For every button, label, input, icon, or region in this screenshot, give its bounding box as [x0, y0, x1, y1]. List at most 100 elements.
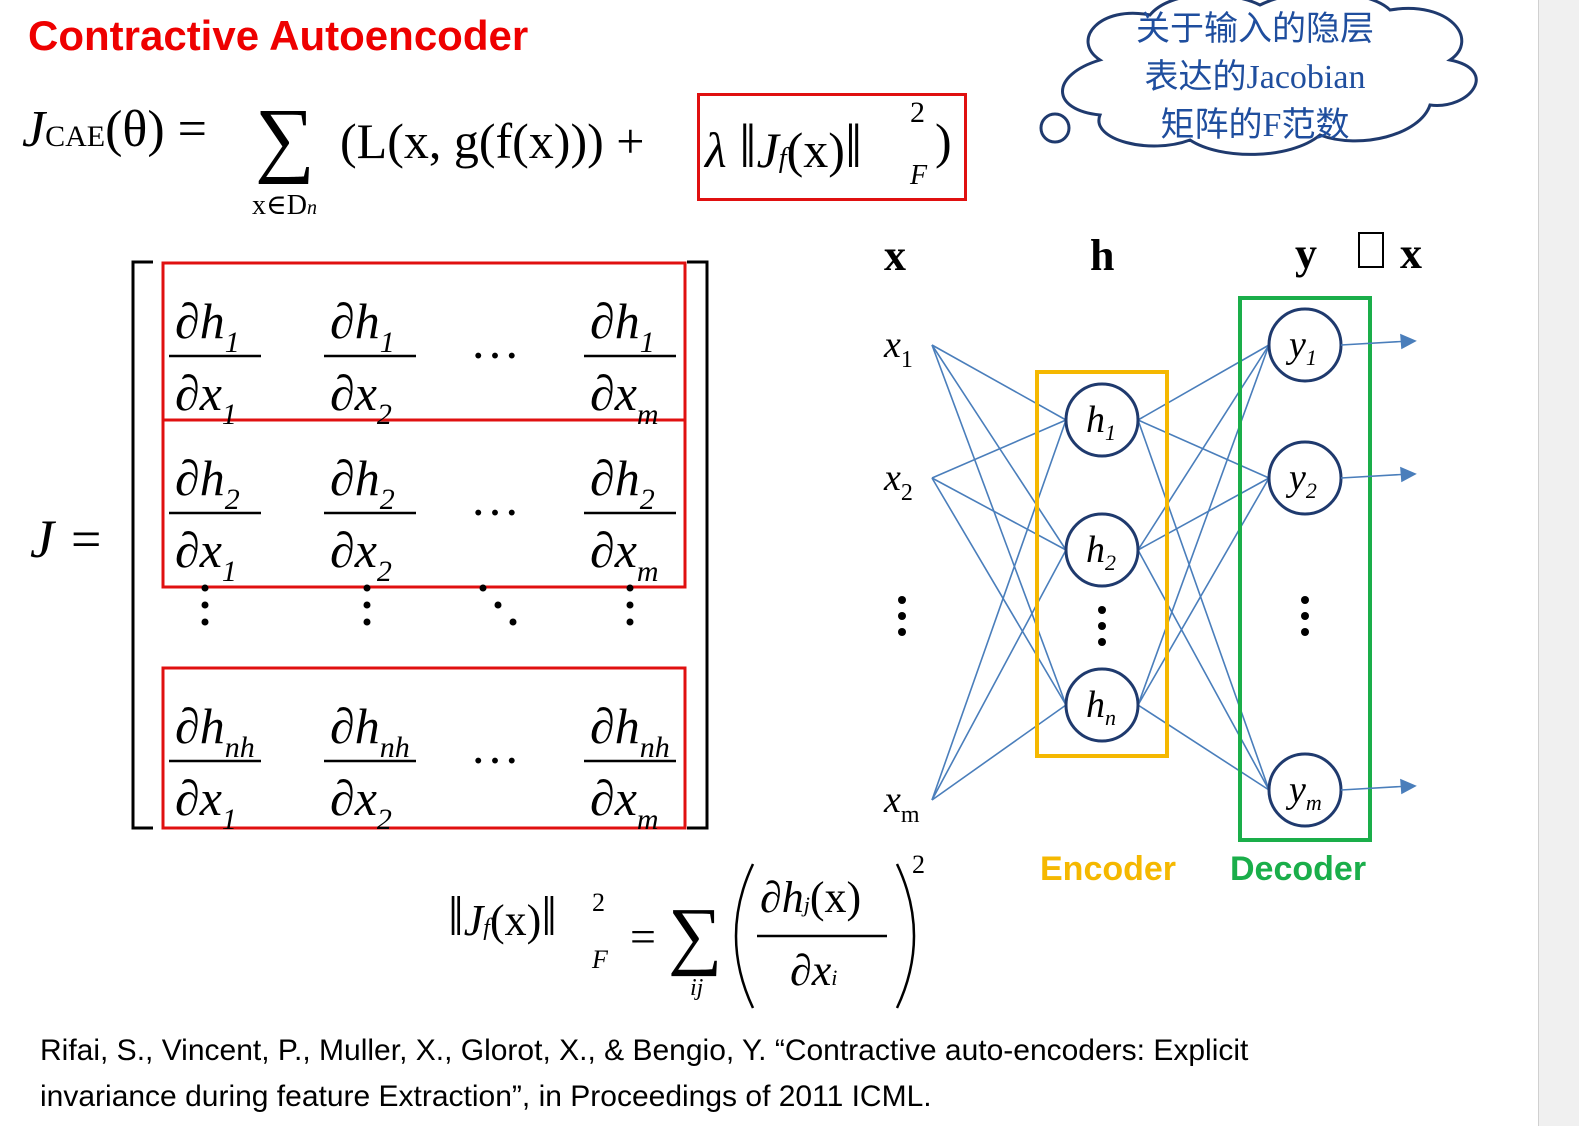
arrow-head	[1400, 333, 1417, 350]
cae-equation: JCAE(θ) =	[22, 100, 207, 159]
label-x: x	[884, 231, 906, 280]
edge	[1137, 419, 1270, 479]
jacobian-denominator: ∂x2	[330, 770, 392, 836]
edge	[931, 419, 1067, 479]
jacobian-denominator: ∂xm	[590, 522, 659, 588]
vertical-dots	[363, 618, 371, 626]
eq-close: )	[935, 113, 952, 169]
frob-sub: F	[592, 945, 608, 974]
norm-J: J	[756, 122, 779, 178]
row-ellipsis: …	[470, 313, 520, 369]
frob-num-arg: (x)	[809, 873, 862, 922]
vertical-dots	[626, 584, 634, 592]
jacobian-denominator: ∂x2	[330, 522, 392, 588]
jacobian-lhs: J =	[30, 509, 104, 569]
jacobian-denominator: ∂x1	[175, 365, 237, 431]
svg-text:y1: y1	[1285, 324, 1317, 370]
eq-theta: (θ) =	[105, 101, 207, 158]
jacobian-numerator: ∂h1	[590, 293, 655, 359]
jacobian-denominator: ∂xm	[590, 365, 659, 431]
jacobian-denominator: ∂x1	[175, 770, 237, 836]
cloud-line: 表达的Jacobian	[1144, 59, 1366, 96]
page-title: Contractive Autoencoder	[28, 12, 529, 59]
edge	[931, 344, 1067, 706]
diagonal-dots	[509, 618, 517, 626]
encoder-box	[1035, 370, 1169, 758]
frob-sum: ∑	[668, 893, 723, 977]
frob-sup: 2	[592, 888, 605, 917]
jacobian-numerator: ∂hnh	[175, 698, 255, 764]
cloud-text: 关于输入的隐层 表达的Jacobian 矩阵的F范数	[1105, 6, 1405, 150]
vertical-dots	[201, 584, 209, 592]
edge	[931, 704, 1067, 801]
ellipsis-dot	[1098, 606, 1106, 614]
frob-f: f	[483, 915, 490, 941]
hidden-node	[1064, 382, 1140, 458]
frob-outer-sup: 2	[912, 850, 925, 879]
eq-J: J	[22, 101, 46, 158]
hidden-node	[1064, 667, 1140, 743]
sum-sub-text: x∈D	[252, 190, 307, 221]
jacobian-matrix: ∂h1∂x1∂h1∂x2∂h1∂xm…∂h2∂x1∂h2∂x2∂h2∂xm…∂h…	[131, 260, 709, 836]
diagonal-dots	[494, 601, 502, 609]
frob-arg: (x)	[489, 896, 542, 945]
jacobian-numerator: ∂h1	[330, 293, 395, 359]
eq-cae-sub: CAE	[45, 120, 106, 153]
vertical-scrollbar[interactable]	[1538, 0, 1579, 1126]
vertical-dots	[363, 601, 371, 609]
norm-bar: ‖	[739, 113, 757, 181]
edge	[931, 344, 1067, 551]
frob-sum-sub: ij	[690, 975, 704, 1001]
citation-line: invariance during feature Extraction”, i…	[40, 1080, 932, 1113]
ellipsis-dot	[1301, 612, 1309, 620]
cloud-line: 矩阵的F范数	[1160, 107, 1350, 144]
jacobian-numerator: ∂h2	[330, 450, 395, 516]
ellipsis-dot	[1098, 622, 1106, 630]
edge	[1137, 344, 1270, 421]
svg-text:h1: h1	[1086, 399, 1116, 445]
thought-cloud	[1039, 0, 1478, 156]
vertical-dots	[201, 601, 209, 609]
norm-f: f	[778, 143, 787, 174]
norm-bar: ‖	[541, 886, 557, 948]
frob-den: ∂x	[790, 946, 832, 995]
sum-sub-n: n	[306, 197, 317, 219]
citation: Rifai, S., Vincent, P., Muller, X., Glor…	[40, 1028, 1248, 1120]
norm-bar: ‖	[844, 113, 863, 181]
label-x-hat: x	[1400, 229, 1422, 278]
edge	[1137, 344, 1270, 551]
norm-arg: (x)	[786, 122, 845, 178]
vertical-dots	[626, 601, 634, 609]
sum-symbol: ∑	[255, 92, 315, 185]
eq-body: (L(x, g(f(x))) +	[340, 113, 645, 169]
ellipsis-dot	[898, 596, 906, 604]
decoder-box	[1238, 296, 1372, 842]
norm-sup: 2	[910, 96, 925, 129]
output-arrow	[1340, 340, 1411, 346]
svg-text:y2: y2	[1285, 457, 1317, 503]
frob-J: J	[463, 896, 484, 945]
diagonal-dots	[479, 584, 487, 592]
frobenius-lhs: ‖Jf(x)‖	[448, 885, 557, 949]
frob-parens	[734, 863, 916, 1009]
edge	[1137, 477, 1270, 551]
frob-num-sub: j	[803, 892, 810, 917]
svg-text:h2: h2	[1086, 529, 1116, 575]
input-label: x2	[883, 457, 913, 506]
edge	[931, 549, 1067, 801]
label-h: h	[1090, 231, 1115, 280]
frob-eq: =	[630, 911, 656, 962]
frob-numerator: ∂hj(x)	[760, 872, 861, 923]
edge	[931, 477, 1067, 551]
edge	[931, 477, 1067, 706]
svg-text:hn: hn	[1086, 684, 1116, 730]
decoder-label: Decoder	[1230, 850, 1367, 888]
edge	[931, 419, 1067, 801]
output-arrow	[1340, 473, 1411, 479]
row-ellipsis: …	[470, 718, 520, 774]
hidden-node	[1064, 512, 1140, 588]
edge	[1137, 344, 1270, 706]
ellipsis-dot	[898, 628, 906, 636]
label-y: y	[1295, 229, 1317, 278]
